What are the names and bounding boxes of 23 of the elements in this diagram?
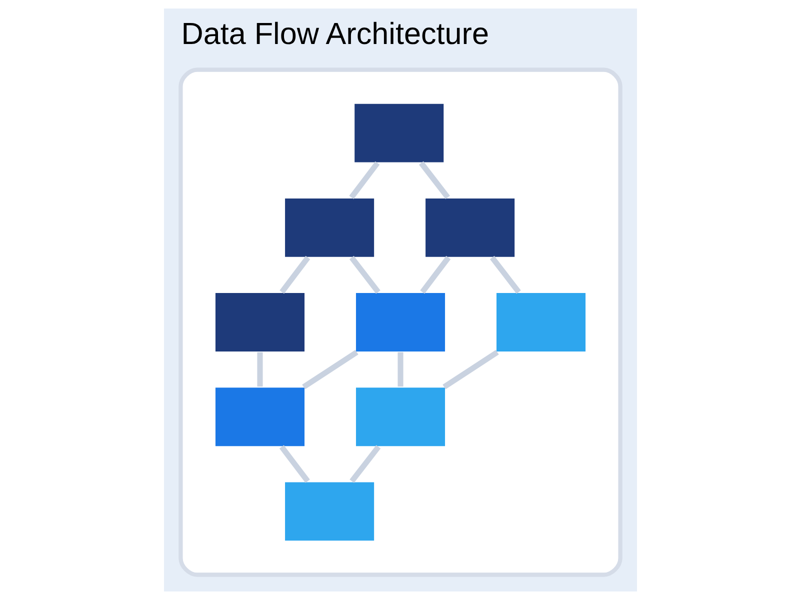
node-box	[214, 292, 306, 353]
connector	[348, 256, 380, 294]
connector	[489, 256, 520, 294]
connector	[397, 352, 403, 387]
node-box	[354, 292, 446, 353]
connector	[442, 350, 498, 390]
connector	[278, 445, 310, 483]
node-box	[214, 386, 306, 448]
connector	[348, 161, 380, 200]
node-box	[283, 480, 375, 542]
connector	[279, 256, 310, 294]
cluster	[178, 68, 622, 577]
connector	[418, 161, 450, 200]
connector	[302, 350, 358, 390]
node-box	[494, 292, 586, 353]
node-box	[283, 197, 375, 258]
node-box	[354, 386, 446, 448]
diagram-title: Data Flow Architecture	[180, 17, 488, 52]
connector	[420, 256, 450, 294]
connector	[256, 352, 262, 387]
node-box	[352, 102, 445, 164]
node-box	[424, 197, 516, 258]
connector	[349, 445, 380, 483]
